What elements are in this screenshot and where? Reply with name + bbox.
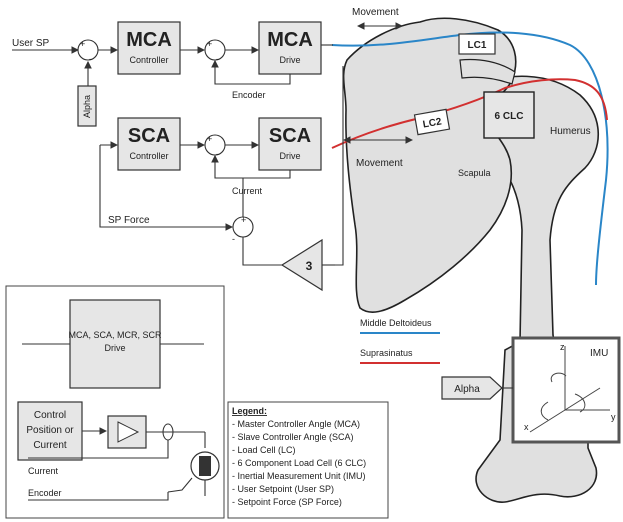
movement-mid-label: Movement — [356, 158, 403, 169]
humerus-label: Humerus — [550, 126, 591, 137]
generic-drive-line2: Drive — [104, 343, 125, 353]
legend-item: - Inertial Measurement Unit (IMU) — [232, 471, 366, 481]
mca-drive-title: MCA — [267, 29, 313, 51]
movement-top-label: Movement — [352, 7, 399, 18]
legend-box — [227, 401, 389, 519]
lc2-label: LC2 — [422, 116, 443, 130]
sign-plus-3: + — [207, 134, 212, 144]
imu-box — [511, 336, 621, 444]
imu-z-label: z — [560, 342, 565, 352]
current-label: Current — [232, 186, 263, 196]
sign-minus-1: - — [89, 54, 92, 64]
mca-controller-title: MCA — [126, 29, 172, 51]
control-position-block — [17, 401, 83, 461]
six-clc-label: 6 CLC — [495, 111, 524, 122]
generic-drive-block — [69, 299, 161, 389]
sca-drive-block — [258, 117, 322, 171]
alpha-output-label: Alpha — [454, 384, 480, 395]
suprasinatus-label: Suprasinatus — [360, 348, 413, 358]
legend-item: - Slave Controller Angle (SCA) — [232, 432, 354, 442]
alpha-label: Alpha — [82, 95, 92, 118]
scapula-label: Scapula — [458, 168, 491, 178]
mca-controller-block — [117, 21, 181, 75]
amplifier-symbol — [117, 421, 140, 443]
sign-plus-1: + — [80, 39, 85, 49]
sca-controller-title: SCA — [128, 125, 170, 147]
legend-item: - Load Cell (LC) — [232, 445, 296, 455]
middle-deltoideus-label: Middle Deltoideus — [360, 318, 432, 328]
deltoid-line — [331, 31, 609, 286]
control-line1: Control — [34, 410, 66, 421]
sca-drive-title: SCA — [269, 125, 311, 147]
legend-item: - User Setpoint (User SP) — [232, 484, 334, 494]
mca-drive-sub: Drive — [279, 55, 300, 65]
legend-item: - Setpoint Force (SP Force) — [232, 497, 342, 507]
sign-minus-4: - — [232, 234, 235, 244]
imu-x-label: x — [524, 422, 529, 432]
sca-controller-sub: Controller — [129, 151, 168, 161]
imu-y-label: y — [611, 412, 616, 422]
legend-item: - 6 Component Load Cell (6 CLC) — [232, 458, 366, 468]
acromion — [459, 58, 516, 85]
sign-minus-2: - — [216, 54, 219, 64]
lc1-label: LC1 — [468, 40, 487, 51]
sca-drive-sub: Drive — [279, 151, 300, 161]
generic-drive-line1: MCA, SCA, MCR, SCR — [68, 330, 162, 340]
mca-drive-block — [258, 21, 322, 75]
sign-plus-4: + — [241, 215, 246, 225]
imu-label: IMU — [590, 348, 608, 359]
detail-encoder-label: Encoder — [28, 488, 62, 498]
mca-controller-sub: Controller — [129, 55, 168, 65]
sign-minus-3: - — [216, 149, 219, 159]
control-line2: Position or — [26, 425, 74, 436]
scapula-bone — [342, 17, 517, 313]
legend-title: Legend: — [232, 406, 267, 416]
suprasinatus-line — [331, 78, 608, 149]
sca-controller-block — [117, 117, 181, 171]
alpha-output-block — [441, 376, 503, 400]
alpha-block — [77, 85, 97, 127]
detail-current-label: Current — [28, 466, 59, 476]
control-line3: Current — [33, 440, 67, 451]
legend-item: - Master Controller Angle (MCA) — [232, 419, 360, 429]
sign-plus-2: + — [207, 39, 212, 49]
six-clc-box — [483, 91, 535, 139]
gain-label: 3 — [306, 259, 313, 273]
lc2-box: LC2 — [413, 108, 451, 136]
encoder-label: Encoder — [232, 90, 266, 100]
sp-force-label: SP Force — [108, 215, 150, 226]
user-sp-label: User SP — [12, 38, 50, 49]
lc1-box — [458, 33, 496, 55]
imu-axes — [529, 346, 610, 433]
gain-block — [280, 238, 323, 292]
